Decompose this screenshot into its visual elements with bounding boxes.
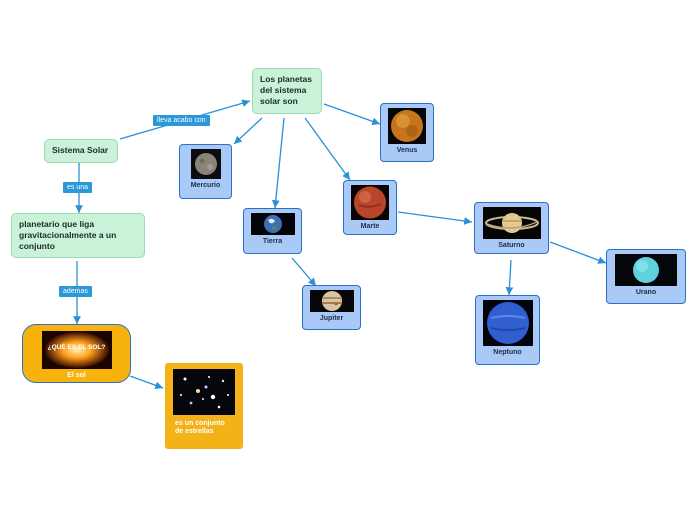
node-sistema-solar[interactable]: Sistema Solar [44, 139, 118, 163]
node-urano[interactable]: Urano [606, 249, 686, 304]
node-neptuno[interactable]: Neptuno [475, 295, 540, 365]
link-marte-to-saturno [397, 211, 473, 225]
edge-label-lleva: lleva acabo con [153, 115, 210, 126]
marte-image [351, 185, 389, 220]
venus-label: Venus [396, 147, 418, 154]
neptuno-label: Neptuno [493, 349, 522, 356]
edge-label-ademas: ademas [59, 286, 92, 297]
node-saturno[interactable]: Saturno [474, 202, 549, 254]
node-conjunto-estrellas[interactable]: es un conjunto de estrellas [165, 363, 243, 449]
link-sol-to-estrellas [129, 375, 164, 389]
node-tierra[interactable]: Tierra [243, 208, 302, 254]
mercurio-label: Mercurio [190, 182, 221, 189]
estrellas-image [173, 369, 235, 415]
link-saturno-to-neptuno [505, 259, 514, 296]
node-planetario-definicion[interactable]: planetario que liga gravitacionalmente a… [11, 213, 145, 258]
saturno-label: Saturno [498, 242, 525, 249]
node-jupiter[interactable]: Jupiter [302, 285, 361, 330]
mercurio-image [190, 149, 221, 179]
node-los-planetas[interactable]: Los planetas del sistema solar son [252, 68, 322, 114]
tierra-label: Tierra [262, 238, 283, 245]
neptuno-image [482, 300, 533, 346]
sol-image: ¿QUÉ ES EL SOL? [41, 331, 112, 369]
tierra-image [250, 213, 295, 235]
node-venus[interactable]: Venus [380, 103, 434, 162]
node-planetario-definicion-label: planetario que liga gravitacionalmente a… [19, 219, 117, 251]
jupiter-label: Jupiter [319, 315, 344, 322]
urano-image [615, 254, 677, 286]
venus-image [388, 108, 426, 144]
link-planetas-to-marte [304, 117, 351, 181]
urano-label: Urano [635, 289, 657, 296]
link-tierra-to-jupiter [291, 257, 317, 287]
node-el-sol[interactable]: ¿QUÉ ES EL SOL? El sol [22, 324, 131, 383]
sol-image-caption: ¿QUÉ ES EL SOL? [47, 344, 106, 351]
jupiter-image [309, 290, 354, 312]
el-sol-label: El sol [67, 372, 86, 379]
marte-label: Marte [360, 223, 380, 230]
link-saturno-to-urano [549, 241, 607, 264]
link-planetas-to-mercurio [233, 117, 263, 145]
node-marte[interactable]: Marte [343, 180, 397, 235]
saturno-image [482, 207, 541, 239]
estrellas-label: es un conjunto de estrellas [175, 420, 225, 435]
link-planetas-to-venus [323, 103, 381, 126]
edge-label-es-una: es una [63, 182, 93, 193]
node-mercurio[interactable]: Mercurio [179, 144, 232, 199]
node-los-planetas-label: Los planetas del sistema solar son [260, 74, 312, 106]
node-sistema-solar-label: Sistema Solar [52, 145, 109, 155]
link-planetas-to-tierra [271, 117, 285, 209]
